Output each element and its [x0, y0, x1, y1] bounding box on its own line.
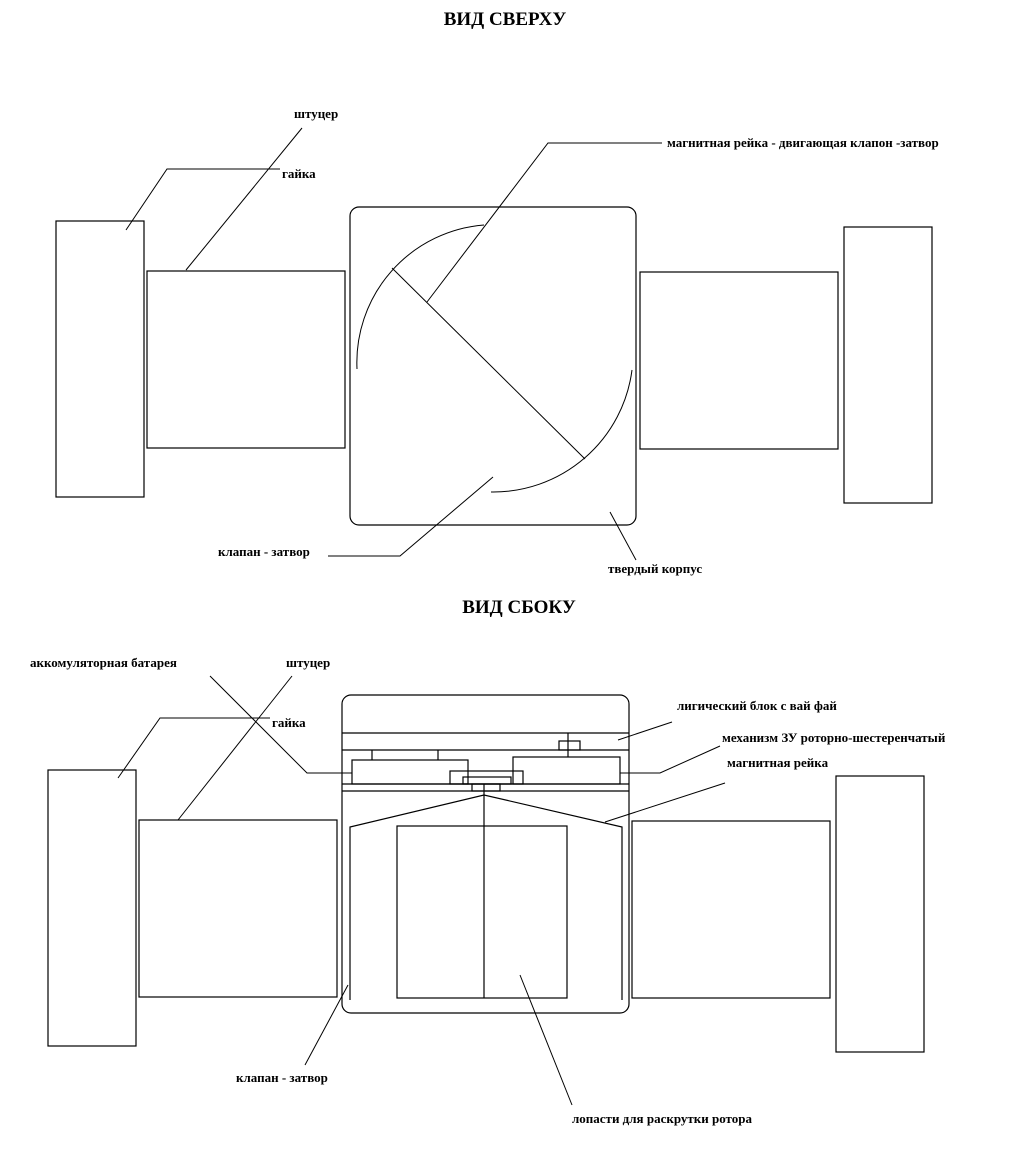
- label-battery: аккомуляторная батарея: [30, 655, 177, 670]
- left-fitting: [146, 270, 346, 449]
- label-housing: твердый корпус: [608, 561, 702, 576]
- label-nut: гайка: [282, 166, 316, 181]
- right-nut: [843, 226, 933, 504]
- leader-charger: [620, 745, 721, 774]
- left-nut: [47, 769, 137, 1047]
- label-charger: механизм ЗУ роторно-шестеренчатый: [722, 730, 946, 745]
- leader-fitting: [185, 127, 303, 271]
- leader-battery: [209, 675, 352, 774]
- leader-magnetic-rail: [426, 142, 662, 303]
- label-logic-block: лигический блок с вай фай: [677, 698, 837, 713]
- left-nut: [55, 220, 145, 498]
- valve-axis: [391, 267, 586, 460]
- valve-arc-lower: [490, 369, 633, 493]
- label-magnetic-rail: магнитная рейка: [727, 755, 829, 770]
- leader-fitting: [177, 675, 293, 821]
- right-fitting: [639, 271, 839, 450]
- leader-housing: [609, 511, 637, 561]
- top-view-title: ВИД СВЕРХУ: [444, 9, 567, 30]
- leader-logic-block: [617, 721, 673, 741]
- side-view: ВИД СБОКУ: [30, 597, 946, 1126]
- leader-nut: [125, 168, 280, 231]
- label-nut: гайка: [272, 715, 306, 730]
- charger-mechanism: [449, 770, 524, 792]
- leader-magnetic-rail: [604, 782, 726, 823]
- leader-blades: [519, 974, 573, 1106]
- label-magnetic-rail: магнитная рейка - двигающая клапон -затв…: [667, 135, 939, 150]
- leader-valve: [304, 984, 349, 1066]
- right-nut: [835, 775, 925, 1053]
- logic-module: [512, 733, 621, 785]
- left-fitting: [138, 819, 338, 998]
- label-fitting: штуцер: [294, 106, 338, 121]
- top-view: ВИД СВЕРХУ штуцер гайка магнитная рейка …: [55, 9, 939, 576]
- housing: [341, 694, 630, 1014]
- leader-valve: [328, 476, 494, 557]
- side-view-title: ВИД СБОКУ: [462, 597, 576, 618]
- label-fitting: штуцер: [286, 655, 330, 670]
- leader-nut: [117, 717, 270, 779]
- label-blades: лопасти для раскрутки ротора: [572, 1111, 753, 1126]
- rotor-blades: [396, 825, 568, 999]
- housing: [349, 206, 637, 526]
- label-valve: клапан - затвор: [218, 544, 310, 559]
- right-fitting: [631, 820, 831, 999]
- battery: [351, 750, 469, 785]
- label-valve: клапан - затвор: [236, 1070, 328, 1085]
- valve-gate: [349, 794, 623, 1000]
- valve-arc-upper: [356, 224, 485, 370]
